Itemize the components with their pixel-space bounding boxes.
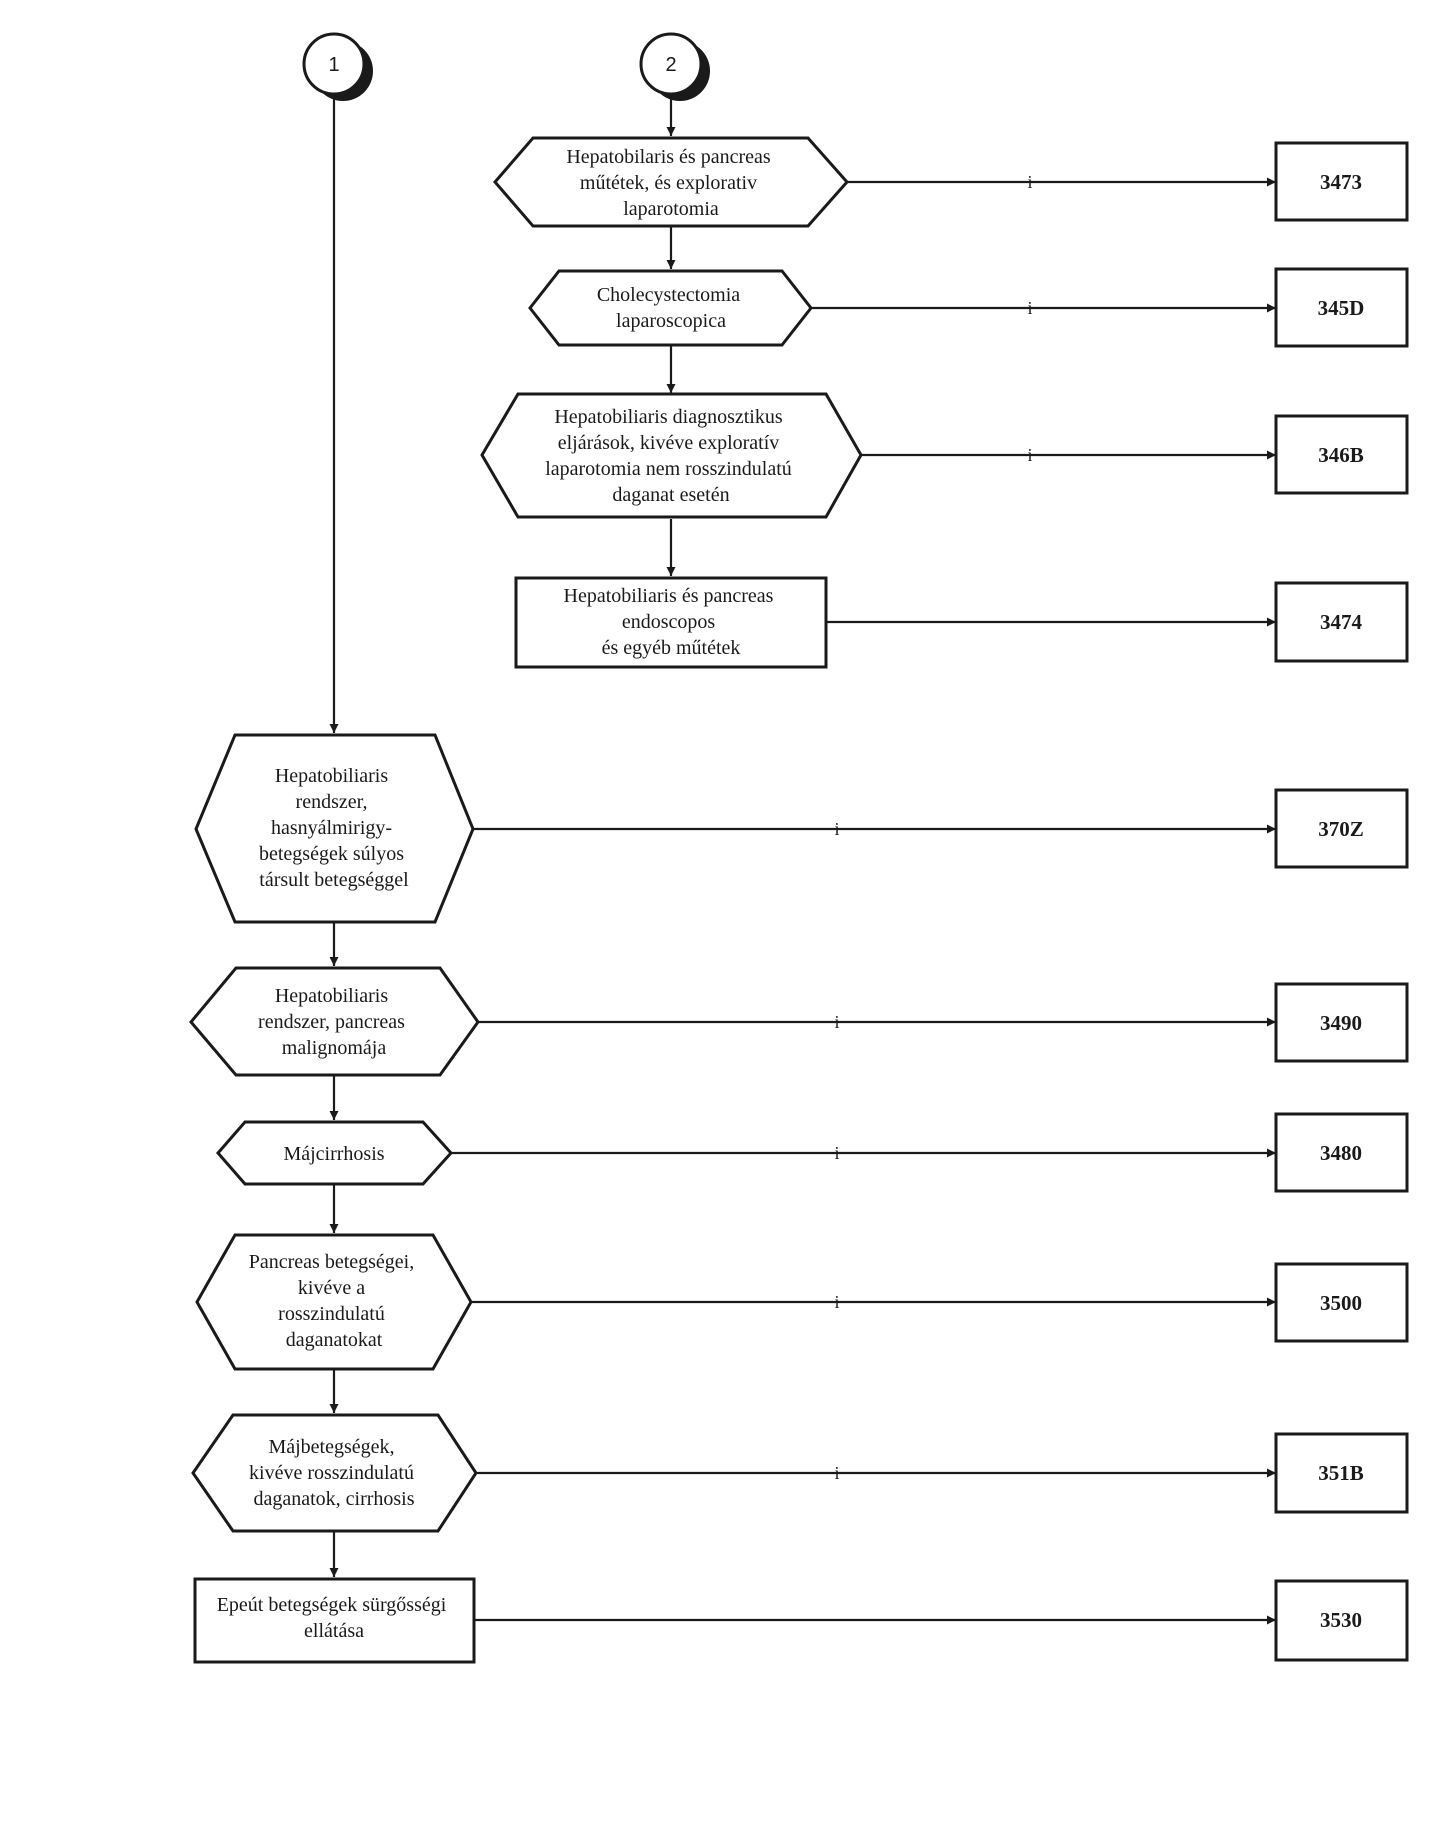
- vertical-arrows: [329, 94, 676, 1577]
- node-n5-line-2: rendszer,: [296, 791, 368, 813]
- svg-text:Hepatobiliaris rendszer,: Hepatobiliaris rendszer, hasnyálmirigy- …: [259, 765, 409, 891]
- node-n8-line-1: Pancreas betegségei,: [249, 1251, 414, 1273]
- edge-label-n8-r8: i: [834, 1292, 839, 1312]
- node-n5-line-3: hasnyálmirigy-: [271, 817, 392, 839]
- code-boxes: 3473 345D 346B 3474 370Z 3490 3480 3500: [1274, 141, 1409, 1662]
- code-box-3480: 3480: [1274, 1112, 1409, 1193]
- edge-label-n9-r9: i: [834, 1463, 839, 1483]
- connector-1: 1: [302, 32, 373, 101]
- svg-text:Pancreas betegségei, kiv: Pancreas betegségei, kivéve a rosszindul…: [249, 1251, 419, 1351]
- node-majcirrhosis: Májcirrhosis: [216, 1120, 454, 1186]
- code-label-3500: 3500: [1320, 1291, 1362, 1315]
- node-endoscopos: Hepatobiliaris és pancreas endoscopos és…: [514, 576, 828, 669]
- code-box-346B: 346B: [1274, 414, 1409, 495]
- svg-text:Epeút betegségek sürgősségi: Epeút betegségek sürgősségi ellátása: [217, 1594, 452, 1642]
- code-label-346B: 346B: [1318, 443, 1364, 467]
- node-hepatobiliaris-diagnosztikus: Hepatobiliaris diagnosztikus eljárások, …: [480, 392, 863, 519]
- node-n5-line-4: betegségek súlyos: [259, 843, 404, 865]
- code-label-3474: 3474: [1320, 610, 1363, 634]
- code-label-3480: 3480: [1320, 1141, 1362, 1165]
- code-label-3530: 3530: [1320, 1608, 1362, 1632]
- node-n5-line-1: Hepatobiliaris: [275, 765, 389, 787]
- edge-label-n5-r5: i: [834, 819, 839, 839]
- node-hepatobilaris-pancreas-mutetek: Hepatobilaris és pancreas műtétek, és ex…: [493, 136, 850, 228]
- node-n3-line-4: daganat esetén: [612, 484, 729, 506]
- code-label-351B: 351B: [1318, 1461, 1364, 1485]
- svg-text:Hepatobilaris és pancreas: Hepatobilaris és pancreas műtétek, és ex…: [566, 146, 775, 220]
- edge-label-n3-r3: i: [1027, 445, 1032, 465]
- node-n4-line-3: és egyéb műtétek: [602, 637, 741, 659]
- edge-labels: i i i i i i i i: [834, 172, 1032, 1483]
- node-n5-line-5: társult betegséggel: [259, 869, 409, 891]
- svg-text:Hepatobiliaris rendszer,: Hepatobiliaris rendszer, pancreas malign…: [258, 985, 410, 1059]
- node-n3-line-2: eljárások, kivéve exploratív: [558, 432, 780, 454]
- svg-text:Hepatobiliaris diagnosztikus: Hepatobiliaris diagnosztikus eljárások, …: [545, 406, 797, 506]
- node-pancreas-betegsegei: Pancreas betegségei, kivéve a rosszindul…: [195, 1233, 473, 1371]
- node-n8-line-4: daganatokat: [286, 1329, 383, 1351]
- code-box-345D: 345D: [1274, 267, 1409, 348]
- code-box-3500: 3500: [1274, 1262, 1409, 1343]
- edge-label-n1-r1: i: [1027, 172, 1032, 192]
- svg-text:Májbetegségek, kivéve ro: Májbetegségek, kivéve rosszindulatú daga…: [249, 1436, 419, 1510]
- code-label-370Z: 370Z: [1318, 817, 1364, 841]
- node-n4-line-1: Hepatobiliaris és pancreas: [564, 585, 774, 607]
- node-sulyos-tarsult-betegseggel: Hepatobiliaris rendszer, hasnyálmirigy- …: [194, 733, 475, 924]
- svg-text:Cholecystectomia laparos: Cholecystectomia laparoscopica: [597, 284, 745, 332]
- horizontal-arrows: [451, 177, 1276, 1625]
- node-n10-line-2: ellátása: [304, 1620, 364, 1642]
- connector-2: 2: [639, 32, 710, 101]
- node-majbetegsegek: Májbetegségek, kivéve rosszindulatú daga…: [191, 1413, 478, 1533]
- code-box-370Z: 370Z: [1274, 788, 1409, 869]
- node-n4-line-2: endoscopos: [622, 611, 716, 633]
- node-n6-line-2: rendszer, pancreas: [258, 1011, 405, 1033]
- node-n3-line-1: Hepatobiliaris diagnosztikus: [554, 406, 783, 428]
- svg-text:Májcirrhosis: Májcirrhosis: [283, 1143, 384, 1165]
- node-epeut-surgossegi: Epeút betegségek sürgősségi ellátása: [193, 1577, 476, 1664]
- node-n10-line-1: Epeút betegségek sürgősségi: [217, 1594, 447, 1616]
- code-box-351B: 351B: [1274, 1432, 1409, 1514]
- node-n9-line-3: daganatok, cirrhosis: [253, 1488, 414, 1510]
- code-box-3490: 3490: [1274, 982, 1409, 1063]
- code-box-3530: 3530: [1274, 1579, 1409, 1662]
- edge-label-n6-r6: i: [834, 1012, 839, 1032]
- node-n6-line-1: Hepatobiliaris: [275, 985, 389, 1007]
- node-n7-line-1: Májcirrhosis: [283, 1143, 384, 1165]
- node-n1-line-2: műtétek, és explorativ: [580, 172, 757, 194]
- svg-text:Hepatobiliaris és pancreas: Hepatobiliaris és pancreas endoscopos és…: [564, 585, 779, 659]
- code-label-3473: 3473: [1320, 170, 1362, 194]
- connector-1-label: 1: [328, 54, 339, 76]
- code-box-3473: 3473: [1274, 141, 1409, 222]
- node-n3-line-3: laparotomia nem rosszindulatú: [545, 458, 792, 480]
- node-n1-line-1: Hepatobilaris és pancreas: [566, 146, 771, 168]
- connector-2-label: 2: [665, 54, 676, 76]
- node-n2-line-1: Cholecystectomia: [597, 284, 740, 306]
- node-malignoma: Hepatobiliaris rendszer, pancreas malign…: [189, 966, 480, 1077]
- node-n9-line-2: kivéve rosszindulatú: [249, 1462, 414, 1484]
- code-label-345D: 345D: [1318, 296, 1365, 320]
- node-cholecystectomia: Cholecystectomia laparoscopica: [528, 269, 813, 347]
- node-n6-line-3: malignomája: [282, 1037, 387, 1059]
- edge-label-n2-r2: i: [1027, 298, 1032, 318]
- node-n9-line-1: Májbetegségek,: [268, 1436, 394, 1458]
- code-label-3490: 3490: [1320, 1011, 1362, 1035]
- code-box-3474: 3474: [1274, 581, 1409, 663]
- node-n2-line-2: laparoscopica: [616, 310, 726, 332]
- node-n1-line-3: laparotomia: [623, 198, 719, 220]
- edge-label-n7-r7: i: [834, 1143, 839, 1163]
- node-n8-line-2: kivéve a: [298, 1277, 365, 1299]
- node-n8-line-3: rosszindulatú: [278, 1303, 385, 1325]
